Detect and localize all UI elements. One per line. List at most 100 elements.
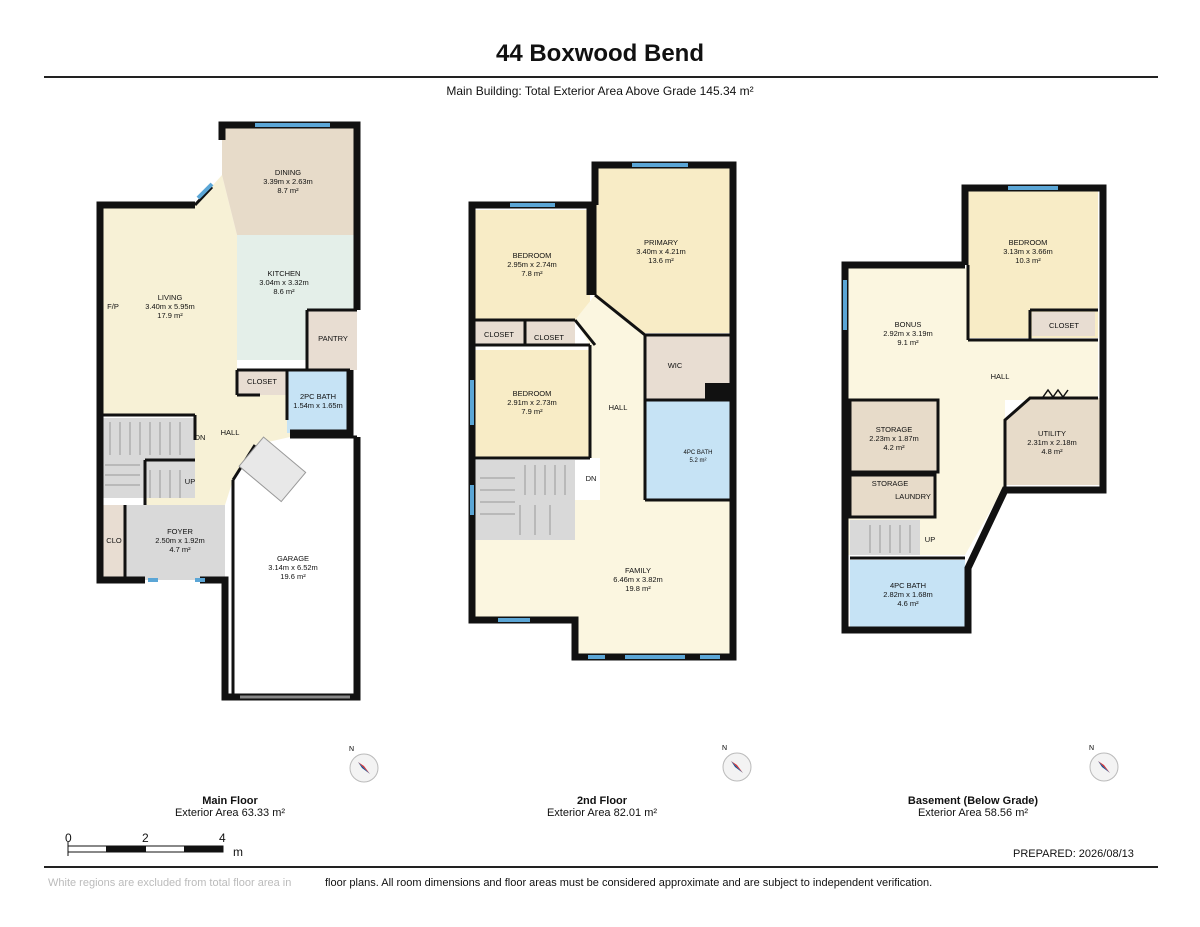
hall-2-area <box>575 295 645 505</box>
kitchen-area: 8.6 m² <box>273 287 295 296</box>
bath-4pc-label: 4PC BATH <box>684 450 713 456</box>
main-floor-plan <box>96 121 361 701</box>
bedroom-2-area: 7.9 m² <box>521 407 543 416</box>
family-label: FAMILY <box>625 566 651 575</box>
second-floor-area: Exterior Area 82.01 m² <box>546 807 658 819</box>
basement-area: Exterior Area 58.56 m² <box>917 807 1029 819</box>
compass-icon: N <box>1089 745 1119 782</box>
foyer-dims: 2.50m x 1.92m <box>155 536 205 545</box>
wic-label: WIC <box>668 361 683 370</box>
bedroom-label: BEDROOM <box>513 251 552 260</box>
storage-2-label: STORAGE <box>872 479 909 488</box>
scale-bar <box>67 842 224 856</box>
main-stairs <box>100 418 195 498</box>
foyer-room <box>125 505 225 580</box>
stairs-bsmt <box>850 520 920 555</box>
compass-north-label: N <box>722 745 727 752</box>
main-floor-area: Exterior Area 63.33 m² <box>174 807 286 819</box>
garage-room <box>233 437 357 697</box>
scale-tick-2: 2 <box>142 831 149 845</box>
compass-north-label: N <box>349 746 354 753</box>
up-bsmt-label: UP <box>925 535 935 544</box>
second-floor-name: 2nd Floor <box>576 795 628 807</box>
bedroom-b-area: 10.3 m² <box>1015 256 1041 265</box>
dining-dims: 3.39m x 2.63m <box>263 177 313 186</box>
pantry-label: PANTRY <box>318 334 348 343</box>
family-dims: 6.46m x 3.82m <box>613 575 663 584</box>
compass-north-label: N <box>1089 745 1094 752</box>
closet-bsmt-room <box>1032 312 1095 336</box>
foyer-area: 4.7 m² <box>169 545 191 554</box>
utility-dims: 2.31m x 2.18m <box>1027 438 1077 447</box>
garage-dims: 3.14m x 6.52m <box>268 563 318 572</box>
bedroom-room <box>475 210 590 320</box>
page-title: 44 Boxwood Bend <box>495 40 705 67</box>
prepared-date: PREPARED: 2026/08/13 <box>1013 848 1134 860</box>
bedroom-area: 7.8 m² <box>521 269 543 278</box>
compass-icon: N <box>722 745 752 782</box>
bonus-label: BONUS <box>895 320 922 329</box>
bath-4pc-b-dims: 2.82m x 1.68m <box>883 590 933 599</box>
scale-unit: m <box>233 845 243 859</box>
living-label: LIVING <box>158 293 183 302</box>
bedroom-dims: 2.95m x 2.74m <box>507 260 557 269</box>
disclaimer: White regions are excluded from total fl… <box>48 877 932 889</box>
garage-area: 19.6 m² <box>280 572 306 581</box>
hall-2-label: HALL <box>609 403 628 412</box>
family-area: 19.8 m² <box>625 584 651 593</box>
living-area: 17.9 m² <box>157 311 183 320</box>
bath-4pc-b-label: 4PC BATH <box>890 581 926 590</box>
bedroom-b-dims: 3.13m x 3.66m <box>1003 247 1053 256</box>
bath-2pc-label: 2PC BATH <box>300 392 336 401</box>
kitchen-label: KITCHEN <box>268 269 301 278</box>
closet-b-label: CLOSET <box>534 333 564 342</box>
bath-2pc-dims: 1.54m x 1.65m <box>293 401 343 410</box>
title-divider <box>44 76 1158 78</box>
main-dn-label: DN <box>195 433 206 442</box>
bath-4pc-room <box>645 400 730 500</box>
main-hall-label: HALL <box>221 428 240 437</box>
bedroom-b-label: BEDROOM <box>1009 238 1048 247</box>
storage-1-label: STORAGE <box>876 425 913 434</box>
living-room <box>100 175 237 410</box>
main-up-label: UP <box>185 477 195 486</box>
hall-bsmt-label: HALL <box>991 372 1010 381</box>
utility-label: UTILITY <box>1038 429 1066 438</box>
utility-room <box>1005 398 1100 485</box>
garage-label: GARAGE <box>277 554 309 563</box>
bath-4pc-b-area: 4.6 m² <box>897 599 919 608</box>
bath-4pc-b-room <box>850 560 965 628</box>
closet-room <box>237 370 287 395</box>
clo-label: CLO <box>106 536 122 545</box>
closet-b-room <box>525 320 575 345</box>
primary-area: 13.6 m² <box>648 256 674 265</box>
basement-caption: Basement (Below Grade) Exterior Area 58.… <box>843 795 1103 819</box>
bedroom-2-dims: 2.91m x 2.73m <box>507 398 557 407</box>
disclaimer-part-2: floor plans. All room dimensions and flo… <box>324 877 933 889</box>
primary-dims: 3.40m x 4.21m <box>636 247 686 256</box>
foyer-label: FOYER <box>167 527 193 536</box>
dining-room <box>222 125 357 235</box>
closet-bsmt-label: CLOSET <box>1049 321 1079 330</box>
bonus-dims: 2.92m x 3.19m <box>883 329 933 338</box>
primary-label: PRIMARY <box>644 238 678 247</box>
primary-room <box>595 168 733 333</box>
bedroom-2-room <box>475 350 590 458</box>
bedroom-2-label: BEDROOM <box>513 389 552 398</box>
bath-2pc-room <box>287 370 350 433</box>
compass-icon: N <box>349 746 379 783</box>
clo-room <box>100 505 125 580</box>
kitchen-dims: 3.04m x 3.32m <box>259 278 309 287</box>
laundry-label: LAUNDRY <box>895 492 931 501</box>
dining-label: DINING <box>275 168 301 177</box>
basement-name: Basement (Below Grade) <box>907 795 1039 807</box>
main-floor-caption: Main Floor Exterior Area 63.33 m² <box>100 795 360 819</box>
page-subtitle: Main Building: Total Exterior Area Above… <box>446 84 754 98</box>
closet-a-label: CLOSET <box>484 330 514 339</box>
dn-2-label: DN <box>586 474 597 483</box>
footer-divider <box>44 866 1158 868</box>
closet-a-room <box>475 320 525 345</box>
main-floor-name: Main Floor <box>202 795 258 807</box>
fireplace-label: F/P <box>107 302 119 311</box>
